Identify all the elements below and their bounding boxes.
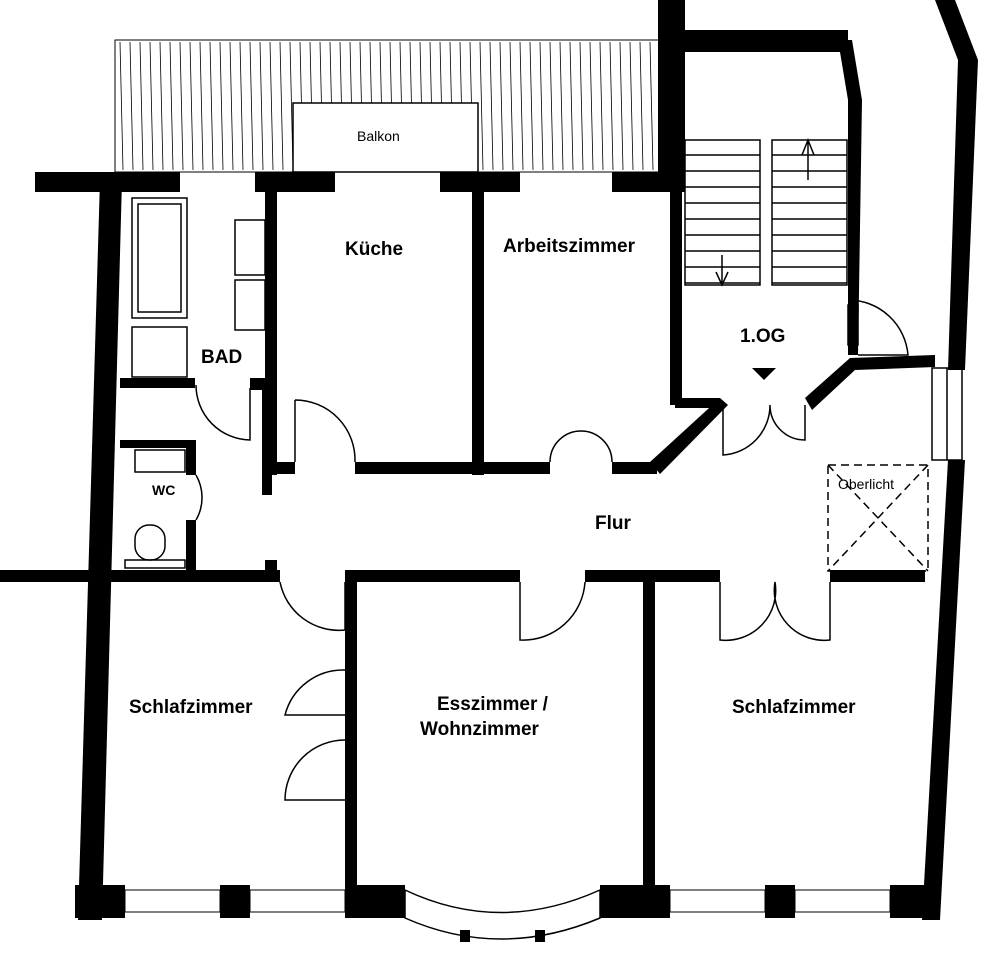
label-flur: Flur <box>595 513 631 534</box>
down-arrow-icon <box>752 368 776 380</box>
label-arbeitszimmer: Arbeitszimmer <box>503 236 636 257</box>
skylight <box>827 464 929 572</box>
walls <box>0 0 978 942</box>
label-wc: WC <box>152 482 175 498</box>
label-bad: BAD <box>201 347 242 368</box>
label-wohnzimmer: Wohnzimmer <box>420 719 540 740</box>
label-1og: 1.OG <box>740 326 785 347</box>
label-schlafzimmer-right: Schlafzimmer <box>732 697 856 718</box>
balcony-box <box>292 102 479 173</box>
label-kueche: Küche <box>345 239 403 260</box>
label-oberlicht: Oberlicht <box>838 476 894 492</box>
label-schlafzimmer-left: Schlafzimmer <box>129 697 253 718</box>
windows-right <box>931 367 963 461</box>
balcony-hatch <box>114 39 661 173</box>
doors <box>195 299 909 801</box>
staircase <box>684 137 848 287</box>
label-balkon: Balkon <box>357 128 400 144</box>
bath-fixtures <box>124 197 266 569</box>
label-esszimmer: Esszimmer / <box>437 694 549 715</box>
